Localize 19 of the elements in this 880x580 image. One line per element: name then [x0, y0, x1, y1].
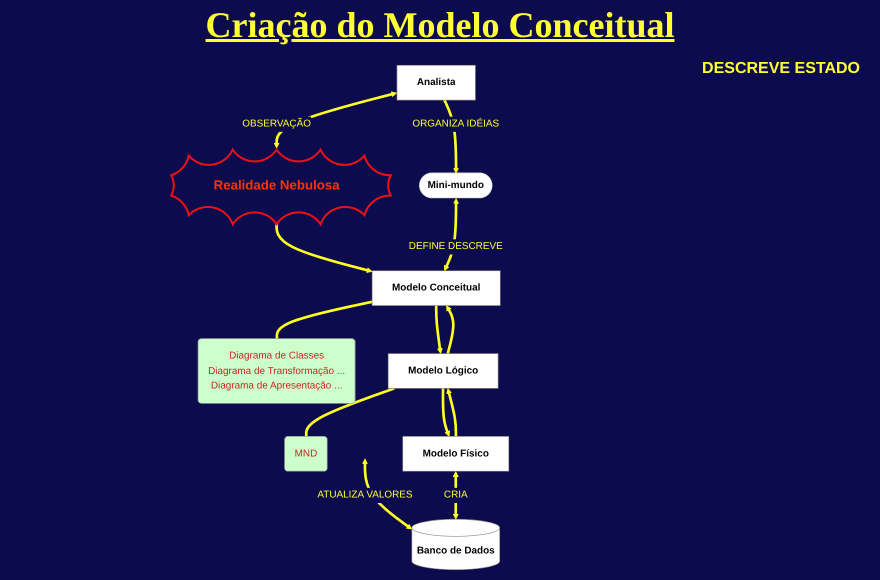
title: Criação do Modelo Conceitual: [206, 4, 674, 46]
edge-label: ORGANIZA IDÉIAS: [412, 118, 500, 130]
arrow: [446, 305, 455, 354]
edge-label: OBSERVAÇÃO: [242, 118, 311, 130]
connector: [276, 300, 372, 340]
connector: [304, 387, 395, 437]
arrow: [442, 388, 450, 437]
edge-label: ATUALIZA VALORES: [317, 489, 413, 500]
node-box: Modelo Conceitual: [372, 270, 501, 306]
arrow: [434, 306, 443, 354]
edge-label: DEFINE DESCREVE: [408, 240, 503, 252]
arrow: [446, 388, 458, 436]
node-box: Analista: [396, 64, 476, 100]
node-box: Modelo Físico: [402, 436, 510, 472]
arrow: [275, 222, 372, 274]
node-box: Modelo Lógico: [388, 353, 498, 389]
arrow-label: DESCREVE ESTADO: [702, 60, 860, 78]
arrow: [452, 471, 459, 520]
edge-label: CRIA: [444, 489, 468, 500]
